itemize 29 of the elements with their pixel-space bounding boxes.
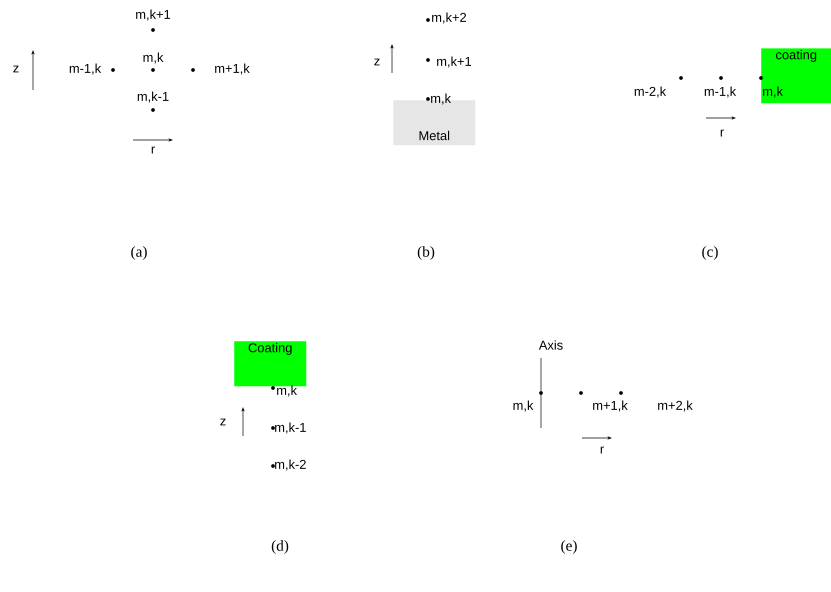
point-label: m,k <box>277 386 298 396</box>
point-label: m+2,k <box>658 400 693 412</box>
point-label: m-1,k <box>70 64 102 74</box>
point-label: m,k-2 <box>275 460 306 470</box>
point-label: m-1,k <box>704 86 736 98</box>
panel-label: (d) <box>272 540 288 554</box>
point-label: m,k+2 <box>432 12 466 24</box>
point-label: m+1,k <box>593 400 628 412</box>
panel-label: (c) <box>702 246 718 260</box>
panel-label: (b) <box>418 246 434 260</box>
point-label: m,k <box>763 86 784 98</box>
panel-label: (e) <box>561 540 577 554</box>
axis-label: z <box>374 58 380 66</box>
axis-label: z <box>13 66 19 72</box>
axis-label: r <box>600 446 604 454</box>
point-label: m,k-1 <box>138 92 168 102</box>
material-box: Coating <box>234 341 306 386</box>
point-label: m,k <box>144 52 164 64</box>
axis-label: z <box>220 418 226 426</box>
point-label: m-2,k <box>634 86 666 98</box>
point-label: m,k-1 <box>275 422 306 434</box>
panel-label: (a) <box>131 246 147 260</box>
point-label: m+1,k <box>215 64 250 74</box>
point-label: m,k+1 <box>136 10 170 20</box>
point-label: m,k+1 <box>437 56 472 68</box>
axis-label: Axis <box>538 340 563 350</box>
axis-label: r <box>720 130 724 136</box>
axis-label: r <box>152 146 155 154</box>
point-label: m,k <box>513 400 534 412</box>
